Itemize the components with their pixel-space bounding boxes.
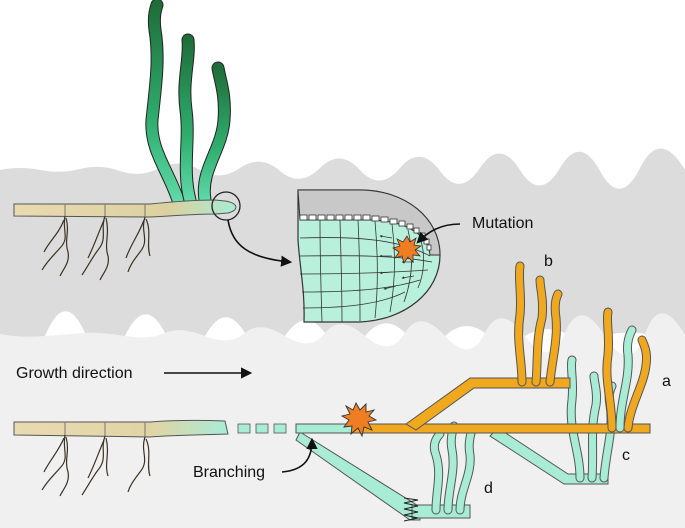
top-shoots [145,0,231,207]
lower-soil-band [0,313,685,528]
label-d: d [484,480,493,497]
top-roots [41,215,151,281]
lower-roots [41,434,151,497]
magnifier-circle [211,191,241,221]
top-rhizome [13,199,237,218]
branching-label: Branching [193,464,266,481]
label-a: a [662,373,671,390]
mutation-label: Mutation [472,215,534,232]
mutation-star-large [340,401,378,438]
meristem-enlargement [297,189,441,323]
mutant-rhizome [340,261,651,438]
branching-arrow [281,437,318,473]
lower-rhizome [13,419,287,438]
mutation-star-small [392,235,423,264]
branch-d [295,421,477,522]
label-b: b [544,253,553,270]
zoom-arrow [227,219,293,267]
growth-direction-label: Growth direction [16,365,133,382]
label-c: c [622,447,630,464]
mutation-arrow [416,223,461,244]
